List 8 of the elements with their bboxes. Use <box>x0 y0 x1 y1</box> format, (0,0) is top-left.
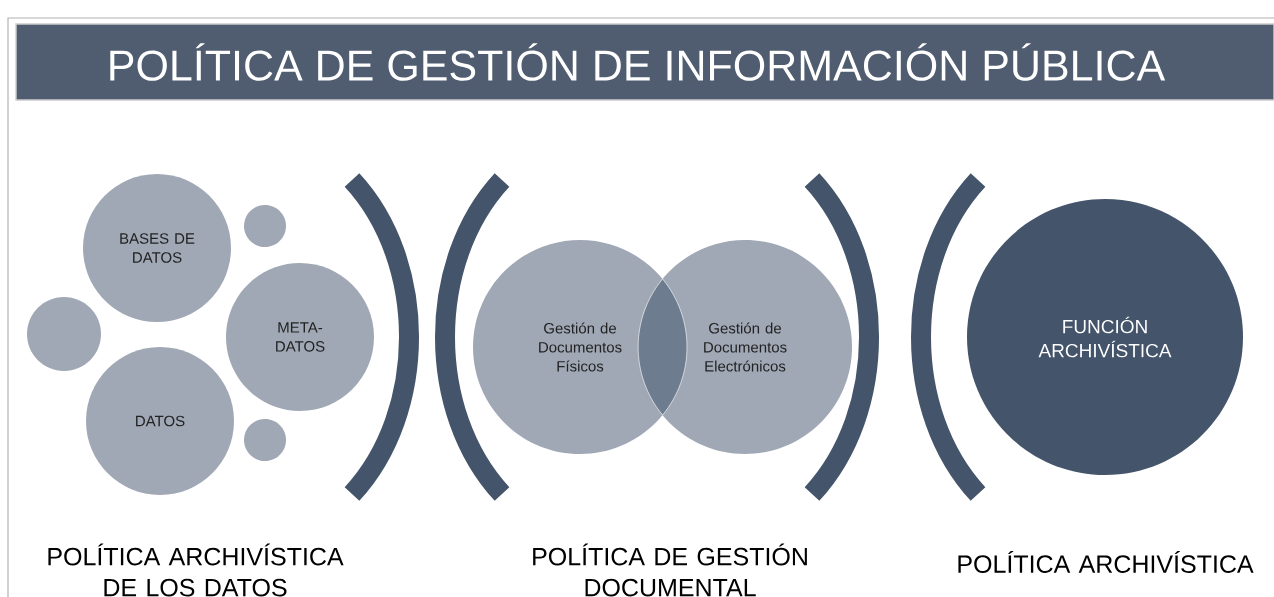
node-label: Gestión de Documentos Electrónicos <box>704 322 787 372</box>
title-banner: POLÍTICA DE GESTIÓN DE INFORMACIÓN PÚBLICA <box>15 23 1274 101</box>
circle <box>244 419 286 461</box>
section-label: POLÍTICA DE GESTIÓN DOCUMENTAL <box>533 543 807 597</box>
section-label: POLÍTICA ARCHIVÍSTICA <box>958 551 1254 573</box>
circle <box>27 297 101 371</box>
circle <box>244 205 286 247</box>
section-label: POLÍTICA ARCHIVÍSTICA DE LOS DATOS <box>48 543 344 597</box>
